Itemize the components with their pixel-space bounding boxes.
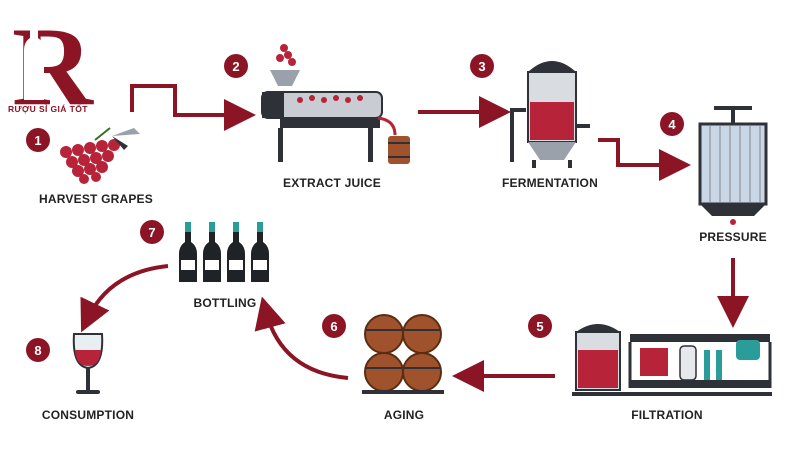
- step-label-pressure: PRESSURE: [699, 230, 767, 244]
- step-badge-6: 6: [322, 314, 346, 338]
- arrow-1-to-2: [130, 84, 256, 131]
- brand-name: RƯỢU SỈ GIÁ TỐT: [8, 104, 88, 114]
- step-badge-7: 7: [140, 220, 164, 244]
- step-label-aging: AGING: [383, 408, 425, 422]
- fermentation-tank-icon: [510, 61, 590, 168]
- svg-text:7: 7: [148, 225, 155, 240]
- step-badge-4: 4: [660, 112, 684, 136]
- filtration-machine-icon: [572, 324, 772, 396]
- step-badge-3: 3: [470, 54, 494, 78]
- juice-press-icon: [261, 44, 410, 164]
- step-label-harvest: HARVEST GRAPES: [39, 192, 153, 206]
- wine-press-icon: [698, 106, 768, 225]
- step-label-filtration: FILTRATION: [631, 408, 703, 422]
- arrow-3-to-4: [598, 138, 691, 181]
- step-badge-5: 5: [528, 314, 552, 338]
- step-badge-1: 1: [26, 128, 50, 152]
- wine-glass-icon: [72, 333, 104, 394]
- step-label-consumption: CONSUMPTION: [41, 408, 135, 422]
- svg-text:3: 3: [478, 59, 485, 74]
- svg-text:1: 1: [34, 133, 41, 148]
- arrow-6-to-7: [254, 296, 349, 380]
- svg-text:2: 2: [232, 59, 239, 74]
- arrow-7-to-8: [80, 264, 169, 333]
- step-label-bottling: BOTTLING: [193, 296, 257, 310]
- step-badge-8: 8: [26, 338, 50, 362]
- step-label-extract: EXTRACT JUICE: [283, 176, 381, 190]
- wine-bottles-icon: [179, 222, 269, 282]
- svg-text:5: 5: [536, 319, 543, 334]
- grapes-shears-icon: [60, 127, 140, 184]
- svg-text:6: 6: [330, 319, 337, 334]
- step-badge-2: 2: [224, 54, 248, 78]
- barrels-icon: [362, 314, 444, 394]
- svg-text:8: 8: [34, 343, 41, 358]
- brand-logo: R: [12, 8, 94, 118]
- svg-text:4: 4: [668, 117, 676, 132]
- step-label-fermentation: FERMENTATION: [502, 176, 598, 190]
